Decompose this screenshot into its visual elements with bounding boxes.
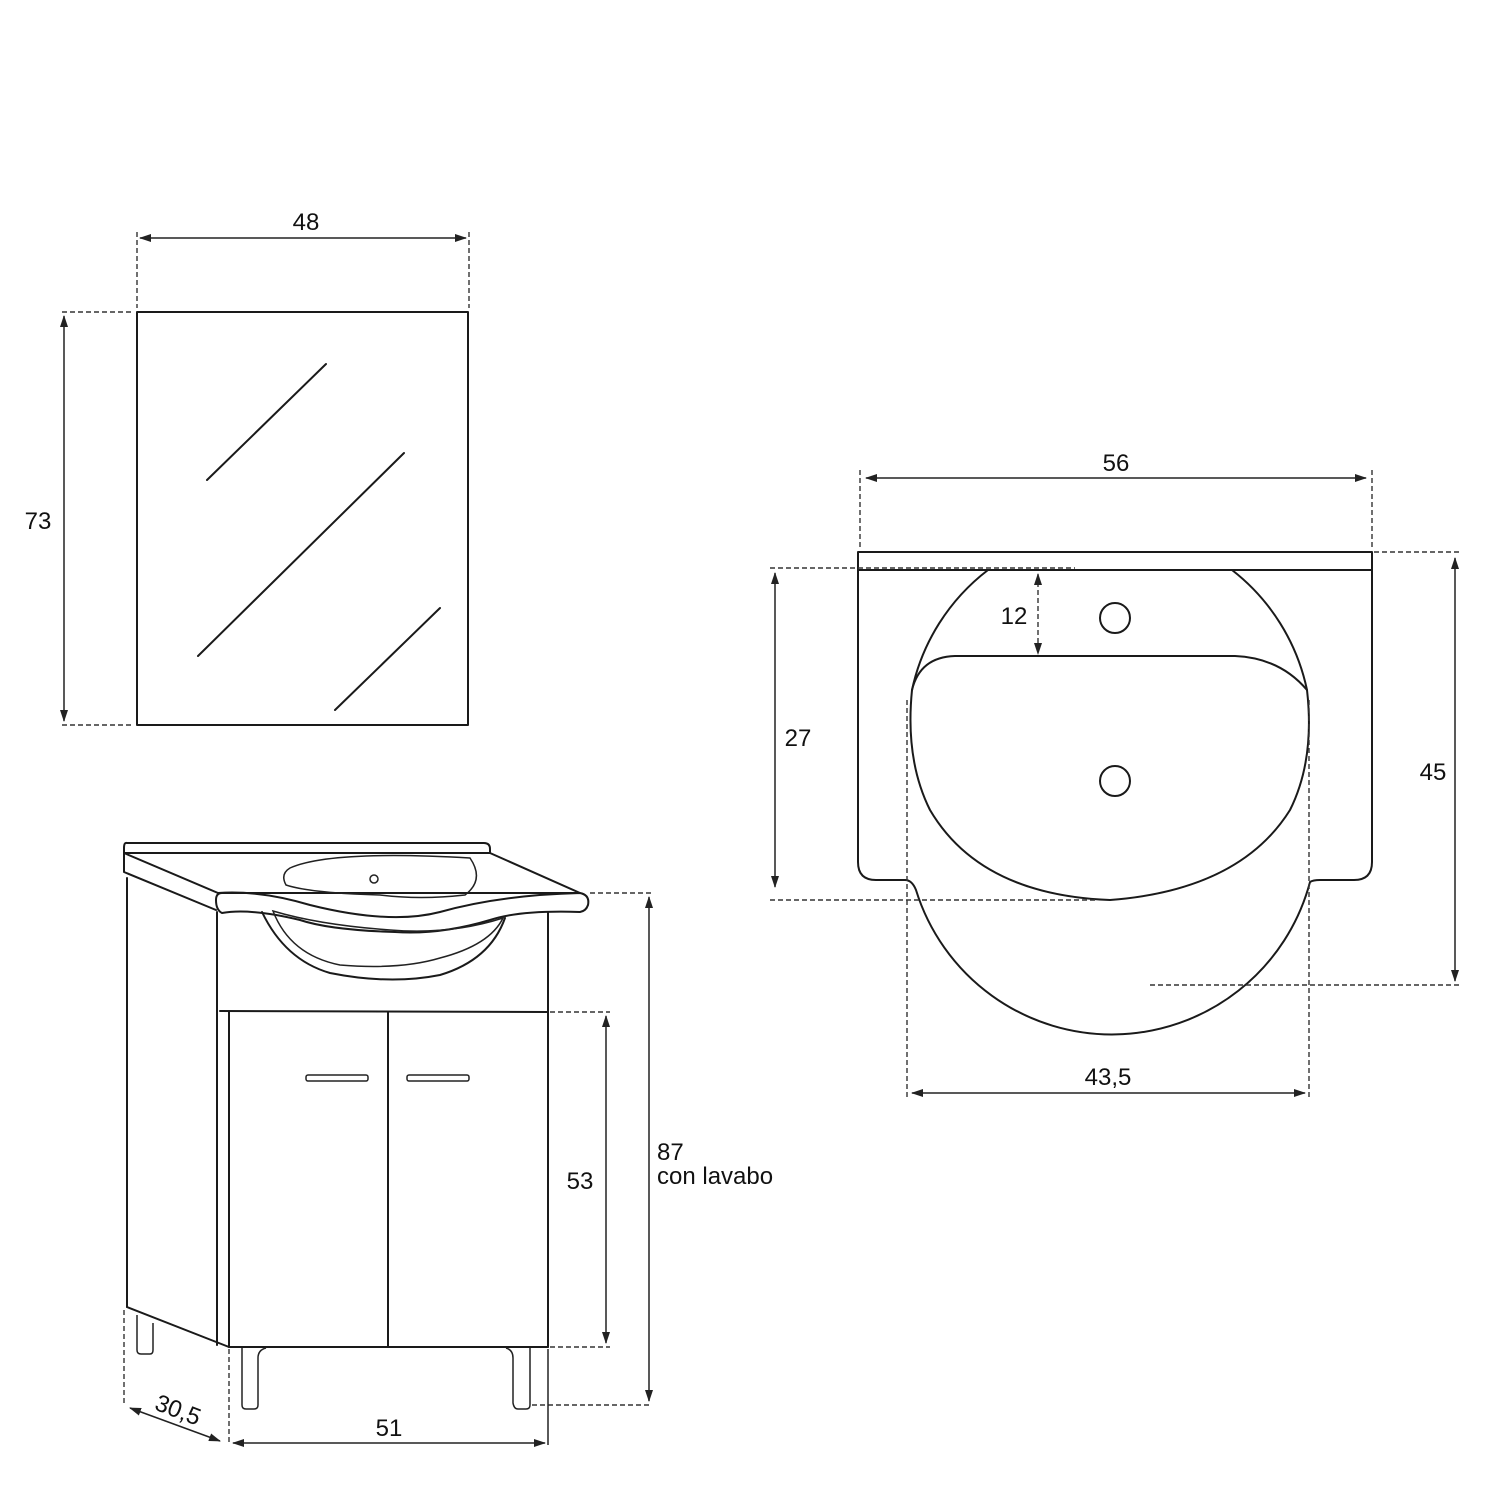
basin-top-front bbox=[123, 852, 590, 934]
drain-hole-icon bbox=[1099, 765, 1131, 797]
cabinet-left-bottom-edge bbox=[126, 1306, 230, 1348]
tap-hole-icon bbox=[1099, 602, 1131, 634]
basin-top-right-side bbox=[489, 852, 581, 894]
basin-back-rim bbox=[857, 551, 1373, 571]
basin-top-left-side bbox=[123, 852, 217, 911]
basin-width-label: 56 bbox=[1103, 450, 1130, 477]
mirror-width-label: 48 bbox=[293, 209, 320, 236]
basin-recess bbox=[283, 854, 478, 899]
drain-hole-icon bbox=[369, 874, 379, 884]
door-handle-left bbox=[305, 1074, 369, 1082]
door-handle-right bbox=[406, 1074, 470, 1082]
cabinet-door-height-label: 53 bbox=[567, 1168, 594, 1195]
mirror-height-label: 73 bbox=[25, 508, 52, 535]
basin-bowl-inner bbox=[271, 909, 505, 968]
cabinet-width-label: 51 bbox=[376, 1415, 403, 1442]
bowl-width-label: 43,5 bbox=[1085, 1064, 1132, 1091]
mirror-reflection-line bbox=[334, 607, 441, 711]
basin-bowl bbox=[909, 655, 1310, 901]
tap-hole-offset-label: 12 bbox=[1001, 603, 1028, 630]
mirror-reflection-line bbox=[206, 363, 327, 481]
drawer-bottom-line bbox=[219, 1010, 549, 1013]
basin-top-back-edge bbox=[123, 841, 491, 854]
basin-top-view bbox=[770, 470, 1460, 1097]
basin-inner-depth-label: 27 bbox=[785, 725, 812, 752]
mirror-view bbox=[60, 232, 470, 726]
basin-circle-arc bbox=[911, 569, 989, 691]
cabinet-leg bbox=[136, 1315, 154, 1355]
mirror-frame bbox=[136, 311, 469, 726]
cabinet-total-height-note: con lavabo bbox=[657, 1163, 773, 1190]
basin-depth-label: 45 bbox=[1420, 759, 1447, 786]
cabinet-leg bbox=[505, 1347, 531, 1410]
cabinet-total-height-label: 87 bbox=[657, 1139, 684, 1166]
basin-bowl-underside bbox=[261, 911, 506, 981]
basin-outline bbox=[857, 569, 1373, 1036]
cabinet-leg bbox=[241, 1347, 267, 1410]
cabinet-view bbox=[123, 841, 653, 1447]
mirror-reflection-line bbox=[197, 452, 405, 657]
